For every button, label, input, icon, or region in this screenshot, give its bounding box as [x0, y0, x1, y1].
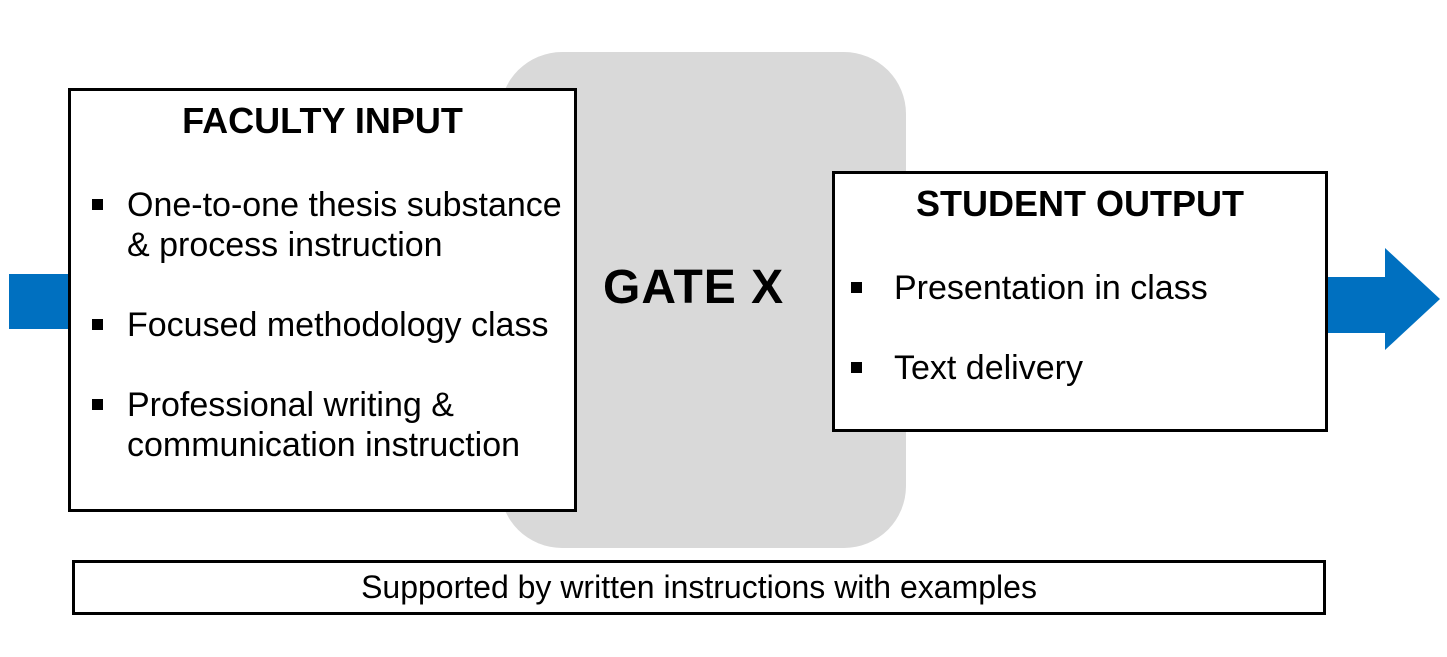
flow-out-arrow-icon: [1328, 248, 1440, 350]
faculty-input-title: FACULTY INPUT: [182, 100, 463, 141]
student-bullet-list: Presentation in class Text delivery: [835, 268, 1325, 388]
student-output-box: STUDENT OUTPUT Presentation in class Tex…: [832, 171, 1328, 432]
faculty-input-box: FACULTY INPUT One-to-one thesis substanc…: [68, 88, 577, 512]
gate-label: GATE X: [603, 261, 785, 314]
list-item: Focused methodology class: [92, 305, 574, 345]
bullet-text: Text delivery: [894, 349, 1083, 387]
bullet-text: Focused methodology class: [127, 306, 549, 344]
list-item: Presentation in class: [851, 268, 1321, 308]
bullet-square-icon: [92, 319, 103, 330]
bullet-square-icon: [851, 362, 862, 373]
faculty-bullet-list: One-to-one thesis substance & process in…: [71, 185, 574, 465]
bullet-square-icon: [851, 282, 862, 293]
bullet-square-icon: [92, 399, 103, 410]
flow-in-arrow-icon: [9, 274, 70, 329]
list-item: Text delivery: [851, 348, 1321, 388]
bullet-text: One-to-one thesis substance & process in…: [127, 186, 562, 264]
student-output-title: STUDENT OUTPUT: [916, 183, 1244, 224]
bullet-text: Professional writing & communication ins…: [127, 386, 521, 464]
footer-box: Supported by written instructions with e…: [72, 560, 1326, 615]
list-item: One-to-one thesis substance & process in…: [92, 185, 574, 265]
bullet-square-icon: [92, 199, 103, 210]
list-item: Professional writing & communication ins…: [92, 385, 574, 465]
footer-text: Supported by written instructions with e…: [361, 569, 1037, 605]
bullet-text: Presentation in class: [894, 269, 1208, 307]
